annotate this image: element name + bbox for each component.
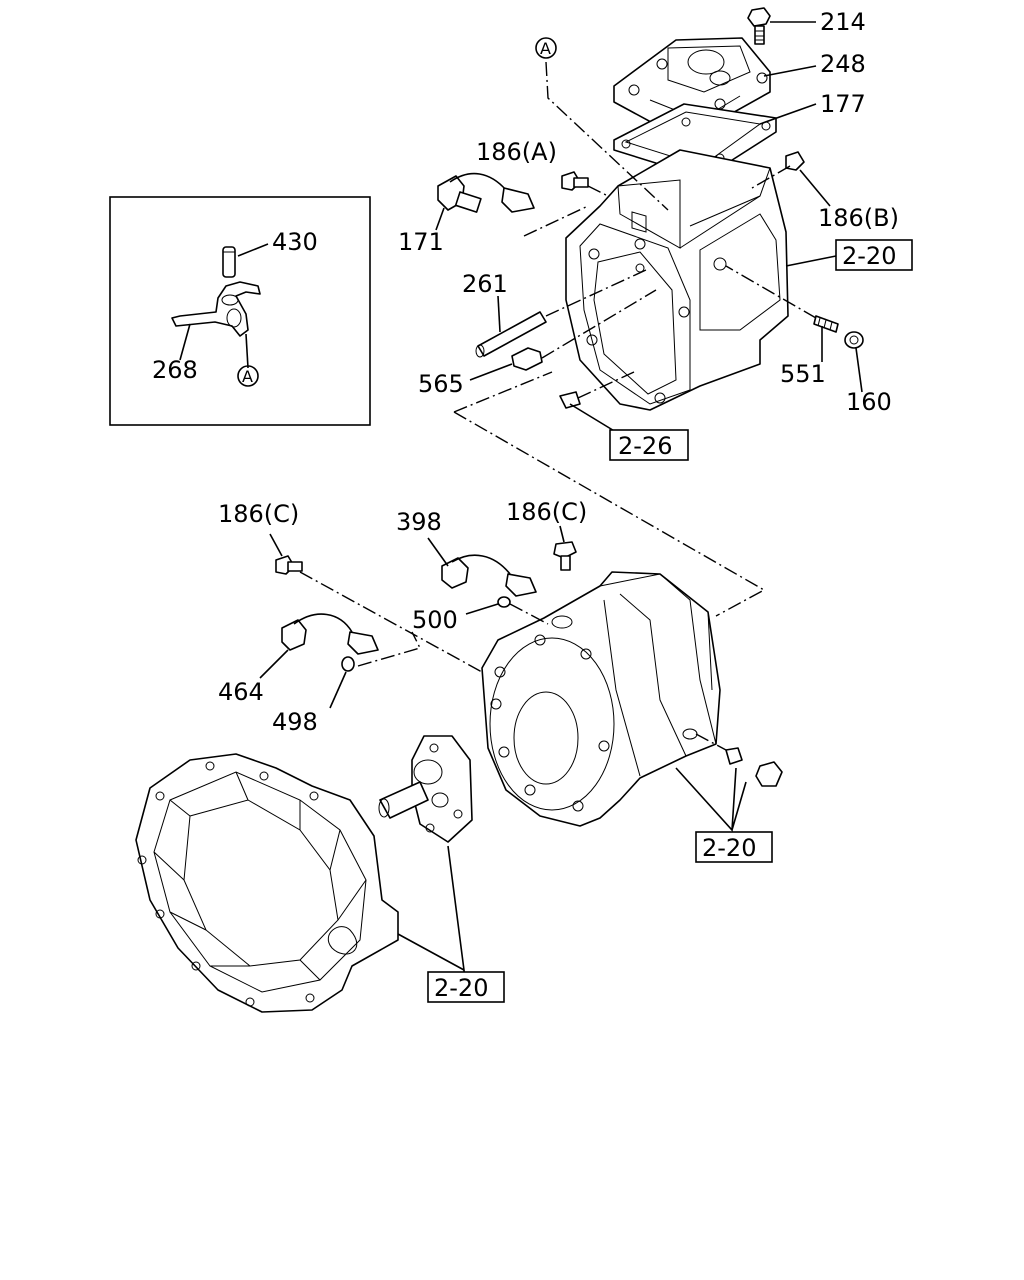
leader-inset-A <box>245 333 249 369</box>
label-551: 551 <box>780 360 826 388</box>
ref-226: 2-26 <box>618 432 672 460</box>
leader-261 <box>497 295 501 333</box>
dash-171-to-case <box>523 205 589 237</box>
leader-498 <box>329 671 347 709</box>
leader-171 <box>435 207 445 231</box>
label-464: 464 <box>218 678 264 706</box>
marker-A-top-circle <box>535 37 557 59</box>
leader-220-upper <box>785 255 837 267</box>
label-261: 261 <box>462 270 508 298</box>
ref-box-220-bottom <box>427 971 505 1003</box>
label-214: 214 <box>820 8 866 36</box>
upper-assembly: A 214 248 177 186(A) 171 186(B) 261 565 … <box>398 7 913 461</box>
leader-398 <box>427 537 449 567</box>
ref-box-220-right <box>695 831 773 863</box>
label-500: 500 <box>412 606 458 634</box>
label-248: 248 <box>820 50 866 78</box>
pin-430-part <box>222 246 236 278</box>
leader-248 <box>763 65 817 77</box>
switch-464-part <box>281 613 379 655</box>
switch-398-part <box>441 554 537 597</box>
label-177: 177 <box>820 90 866 118</box>
leader-186B <box>799 169 831 207</box>
label-398: 398 <box>396 508 442 536</box>
leader-268 <box>179 323 191 361</box>
leader-160 <box>855 347 863 393</box>
dash-breather <box>577 371 635 399</box>
leader-226 <box>569 403 617 433</box>
dash-plug-right <box>695 733 727 751</box>
inset-frame <box>109 196 371 426</box>
leader-464 <box>259 649 289 679</box>
label-186C-left: 186(C) <box>218 500 299 528</box>
main-assembly: 186(C) 398 186(C) 500 464 498 2-20 <box>218 498 783 863</box>
bolt-186C-left-part <box>275 555 303 575</box>
washer-498-part <box>341 656 355 672</box>
marker-A-top: A <box>540 39 551 58</box>
ref-220-upper: 2-20 <box>842 242 896 270</box>
gasket-177-part <box>613 103 777 179</box>
bolt-186B-part <box>785 151 805 171</box>
dash-upper-to-main <box>453 371 766 617</box>
dash-261 <box>545 269 647 317</box>
marker-A-inset: A <box>242 367 253 386</box>
label-498: 498 <box>272 708 318 736</box>
bolt-186A-part <box>561 171 589 191</box>
dash-464-to-main <box>357 631 422 667</box>
bell-housing-part <box>135 753 399 1013</box>
label-186B: 186(B) <box>818 204 899 232</box>
shaft-261-part <box>475 311 547 358</box>
dash-A-to-gasket <box>545 61 669 211</box>
dash-551-to-case <box>725 265 817 319</box>
leader-186C-right <box>559 525 565 543</box>
leader-177 <box>759 103 817 125</box>
dash-565 <box>541 289 657 359</box>
ref-box-220-upper <box>835 239 913 271</box>
plug-220-right-part <box>725 747 783 787</box>
leader-430 <box>237 243 269 257</box>
dash-500 <box>509 603 549 625</box>
dash-186B <box>751 165 791 189</box>
dash-186C-left <box>299 571 483 673</box>
pin-551-part <box>813 315 839 333</box>
upper-case-part <box>565 149 789 411</box>
ref-220-bottom: 2-20 <box>434 974 488 1002</box>
ref-box-226 <box>609 429 689 461</box>
plug-160-part <box>844 331 864 349</box>
leader-500 <box>465 603 499 615</box>
bolt-186C-right-part <box>553 541 577 571</box>
front-cover-part <box>378 735 473 843</box>
label-565: 565 <box>418 370 464 398</box>
label-186C-right: 186(C) <box>506 498 587 526</box>
inset-detail: 430 268 A <box>109 196 371 426</box>
label-160: 160 <box>846 388 892 416</box>
lower-assembly: 2-20 <box>135 735 505 1013</box>
shift-lever-268-part <box>171 281 261 337</box>
leader-220-right <box>675 767 747 832</box>
label-186A: 186(A) <box>476 138 557 166</box>
ref-220-right: 2-20 <box>702 834 756 862</box>
label-430: 430 <box>272 228 318 256</box>
main-case-part <box>481 571 721 827</box>
breather-part <box>559 391 581 409</box>
dash-186A <box>587 185 609 197</box>
plug-565-part <box>511 347 543 371</box>
leader-565 <box>469 363 513 381</box>
leader-186C-left <box>269 533 283 557</box>
leader-220-bottom <box>397 845 465 974</box>
label-268: 268 <box>152 356 198 384</box>
washer-500-part <box>497 596 511 608</box>
switch-171-part <box>437 172 535 213</box>
label-171: 171 <box>398 228 444 256</box>
marker-A-inset-circle <box>237 365 259 387</box>
bolt-214-part <box>747 7 771 45</box>
